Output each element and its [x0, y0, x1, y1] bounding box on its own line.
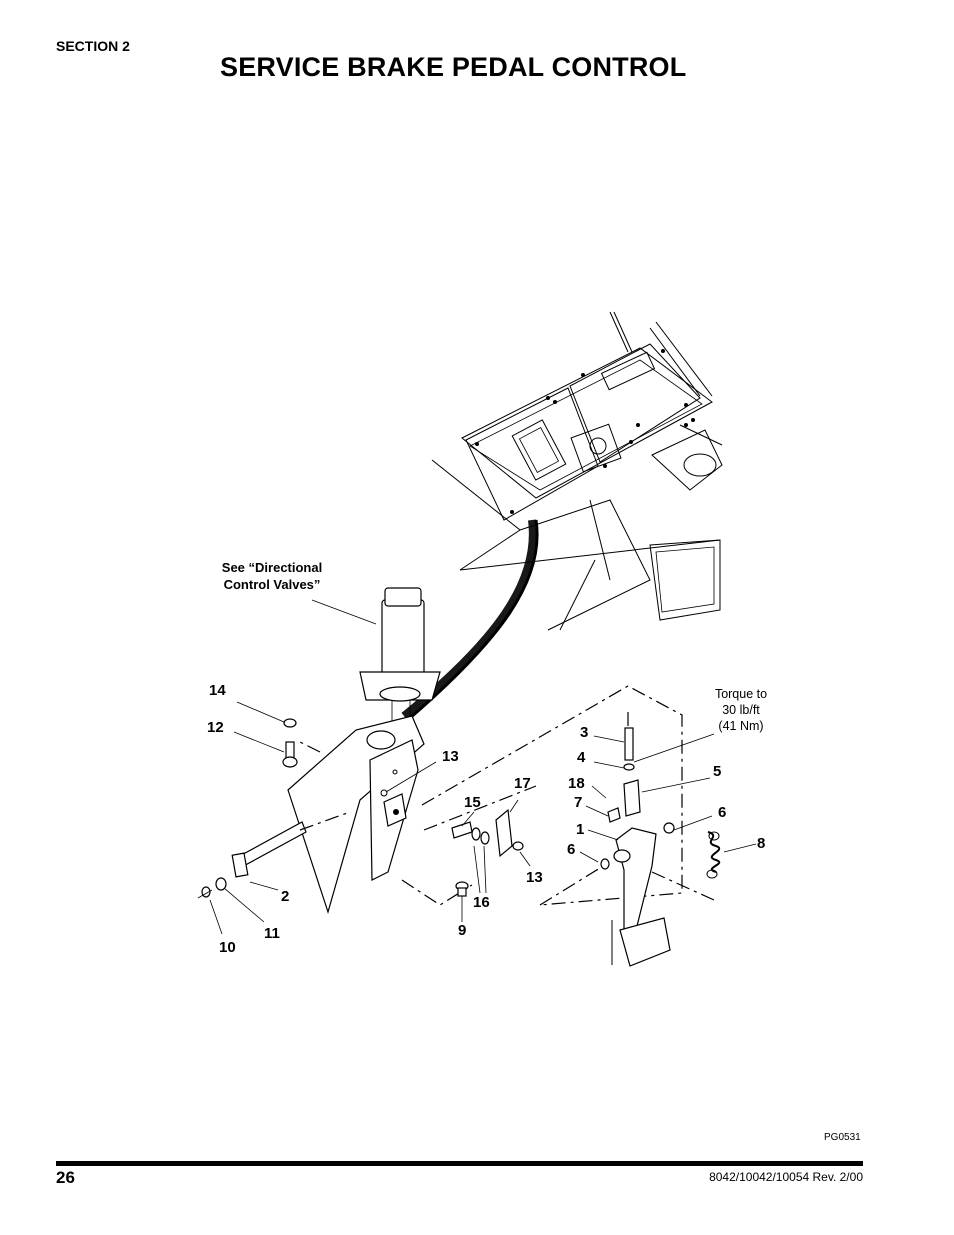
directional-control-valve-illustration — [359, 587, 441, 728]
callout-2: 2 — [281, 888, 289, 905]
torque-note-line1: Torque to — [715, 687, 767, 701]
callout-6-washer: 6 — [718, 804, 726, 821]
section-label: SECTION 2 — [56, 38, 130, 54]
callout-11: 11 — [264, 925, 280, 942]
callout-17: 17 — [514, 775, 531, 792]
figure-id: PG0531 — [824, 1132, 861, 1143]
callout-12: 12 — [207, 719, 224, 736]
machine-frame-illustration — [401, 311, 723, 720]
footer-rule — [56, 1161, 863, 1166]
brake-pedal-illustration — [600, 727, 721, 967]
callout-10: 10 — [219, 939, 236, 956]
callout-14: 14 — [209, 682, 226, 699]
callout-leaders — [209, 599, 757, 935]
callout-1: 1 — [576, 821, 584, 838]
callout-6: 6 — [567, 841, 575, 858]
callout-16: 16 — [473, 894, 490, 911]
callout-15: 15 — [464, 794, 481, 811]
callout-13: 13 — [442, 748, 459, 765]
torque-note-line2: 30 lb/ft — [722, 703, 760, 717]
document-revision: 8042/10042/10054 Rev. 2/00 — [709, 1170, 863, 1184]
pivot-pin-illustration — [197, 821, 307, 899]
pedal-bracket-illustration — [287, 715, 425, 915]
callout-3: 3 — [580, 724, 588, 741]
reference-note-line2: Control Valves” — [224, 577, 321, 592]
callout-4: 4 — [577, 749, 586, 766]
page-title: SERVICE BRAKE PEDAL CONTROL — [220, 52, 687, 82]
bolt-illustration — [282, 718, 298, 768]
small-parts-illustration — [451, 808, 524, 897]
callout-18: 18 — [568, 775, 585, 792]
callout-9: 9 — [458, 922, 466, 939]
callout-7: 7 — [574, 794, 582, 811]
torque-note-line3: (41 Nm) — [718, 719, 763, 733]
callout-8: 8 — [757, 835, 765, 852]
callout-13-nut: 13 — [526, 869, 543, 886]
reference-note-line1: See “Directional — [222, 560, 322, 575]
callout-5: 5 — [713, 763, 721, 780]
page-number: 26 — [56, 1168, 75, 1187]
